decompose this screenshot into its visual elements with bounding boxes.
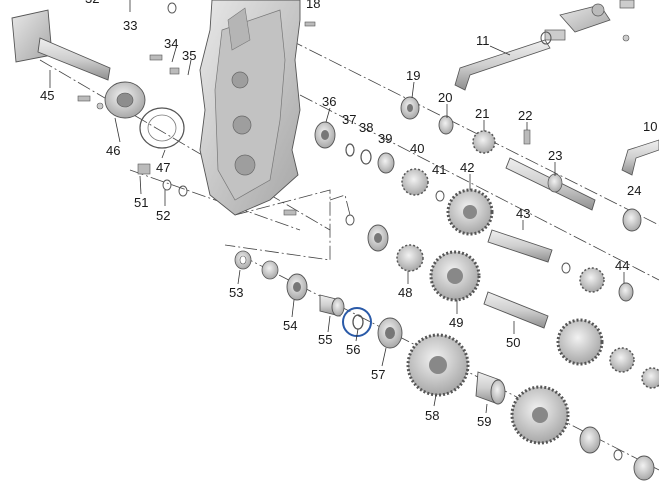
- gear-48[interactable]: [396, 244, 424, 272]
- callout-54[interactable]: 54: [283, 318, 297, 333]
- snap-ring-56[interactable]: [352, 314, 364, 330]
- callout-49[interactable]: 49: [449, 315, 463, 330]
- leader-lines: [49, 0, 625, 414]
- callout-10[interactable]: 10: [643, 119, 657, 134]
- selector-linkage[interactable]: [559, 0, 635, 42]
- shaft-23[interactable]: [505, 157, 596, 211]
- callout-19[interactable]: 19: [406, 68, 420, 83]
- bearing-36[interactable]: [314, 121, 336, 149]
- callout-42[interactable]: 42: [460, 160, 474, 175]
- gear-large-right[interactable]: [556, 318, 659, 389]
- gear-42[interactable]: [446, 188, 494, 236]
- callout-52[interactable]: 52: [156, 208, 170, 223]
- callout-11[interactable]: 11: [476, 33, 490, 48]
- gear-case-housing[interactable]: [199, 0, 301, 216]
- callout-45[interactable]: 45: [40, 88, 54, 103]
- gear-58[interactable]: [406, 333, 470, 397]
- callout-labels: 32 33 18 11 34 35 45 19 20 36 37 38 21 2…: [40, 0, 657, 429]
- collar-20[interactable]: [438, 115, 454, 135]
- gear-bottom-right[interactable]: [510, 385, 655, 481]
- washer-37[interactable]: [345, 143, 355, 157]
- shaft-43[interactable]: [487, 229, 553, 263]
- shaft-50[interactable]: [483, 291, 549, 329]
- bearing-54[interactable]: [286, 273, 308, 301]
- ring-41[interactable]: [435, 190, 445, 202]
- callout-34[interactable]: 34: [164, 36, 178, 51]
- callout-18[interactable]: 18: [306, 0, 320, 11]
- callout-21[interactable]: 21: [475, 106, 489, 121]
- bolt-22[interactable]: [523, 129, 531, 145]
- callout-39[interactable]: 39: [378, 131, 392, 146]
- output-flange-shaft[interactable]: [11, 9, 111, 81]
- shift-fork-10[interactable]: [621, 139, 659, 176]
- gear-21[interactable]: [472, 130, 496, 154]
- callout-55[interactable]: 55: [318, 332, 332, 347]
- bushing-55[interactable]: [319, 294, 345, 317]
- callout-41[interactable]: 41: [432, 162, 446, 177]
- callout-59[interactable]: 59: [477, 414, 491, 429]
- callout-58[interactable]: 58: [425, 408, 439, 423]
- gasket[interactable]: [139, 107, 185, 149]
- callout-20[interactable]: 20: [438, 90, 452, 105]
- gear-49[interactable]: [429, 250, 481, 302]
- callout-32[interactable]: 32: [85, 0, 99, 6]
- small-hardware: [77, 2, 316, 216]
- callout-57[interactable]: 57: [371, 367, 385, 382]
- bearing-19[interactable]: [400, 96, 420, 120]
- bearing-57[interactable]: [377, 317, 403, 349]
- callout-51[interactable]: 51: [134, 195, 148, 210]
- washer-38[interactable]: [360, 149, 372, 165]
- bearing-lower-a[interactable]: [345, 214, 389, 252]
- gear-cluster-44[interactable]: [561, 262, 634, 302]
- callout-33[interactable]: 33: [123, 18, 137, 33]
- callout-53[interactable]: 53: [229, 285, 243, 300]
- callout-35[interactable]: 35: [182, 48, 196, 63]
- callout-43[interactable]: 43: [516, 206, 530, 221]
- bearing-24[interactable]: [622, 208, 642, 232]
- callout-38[interactable]: 38: [359, 120, 373, 135]
- callout-46[interactable]: 46: [106, 143, 120, 158]
- callout-36[interactable]: 36: [322, 94, 336, 109]
- callout-24[interactable]: 24: [627, 183, 641, 198]
- washer-unlabeled[interactable]: [261, 260, 279, 280]
- callout-40[interactable]: 40: [410, 141, 424, 156]
- gear-40[interactable]: [401, 168, 429, 196]
- callout-48[interactable]: 48: [398, 285, 412, 300]
- callout-37[interactable]: 37: [342, 112, 356, 127]
- bearing-cover[interactable]: [104, 81, 146, 119]
- bearing-39[interactable]: [377, 152, 395, 174]
- highlight-ring-part-56: [342, 307, 372, 337]
- shift-fork-11[interactable]: [454, 29, 566, 91]
- callout-47[interactable]: 47: [156, 160, 170, 175]
- washer-53[interactable]: [234, 250, 252, 270]
- callout-22[interactable]: 22: [518, 108, 532, 123]
- hub-59[interactable]: [475, 371, 506, 405]
- callout-56[interactable]: 56: [346, 342, 360, 357]
- callout-44[interactable]: 44: [615, 258, 629, 273]
- callout-23[interactable]: 23: [548, 148, 562, 163]
- callout-50[interactable]: 50: [506, 335, 520, 350]
